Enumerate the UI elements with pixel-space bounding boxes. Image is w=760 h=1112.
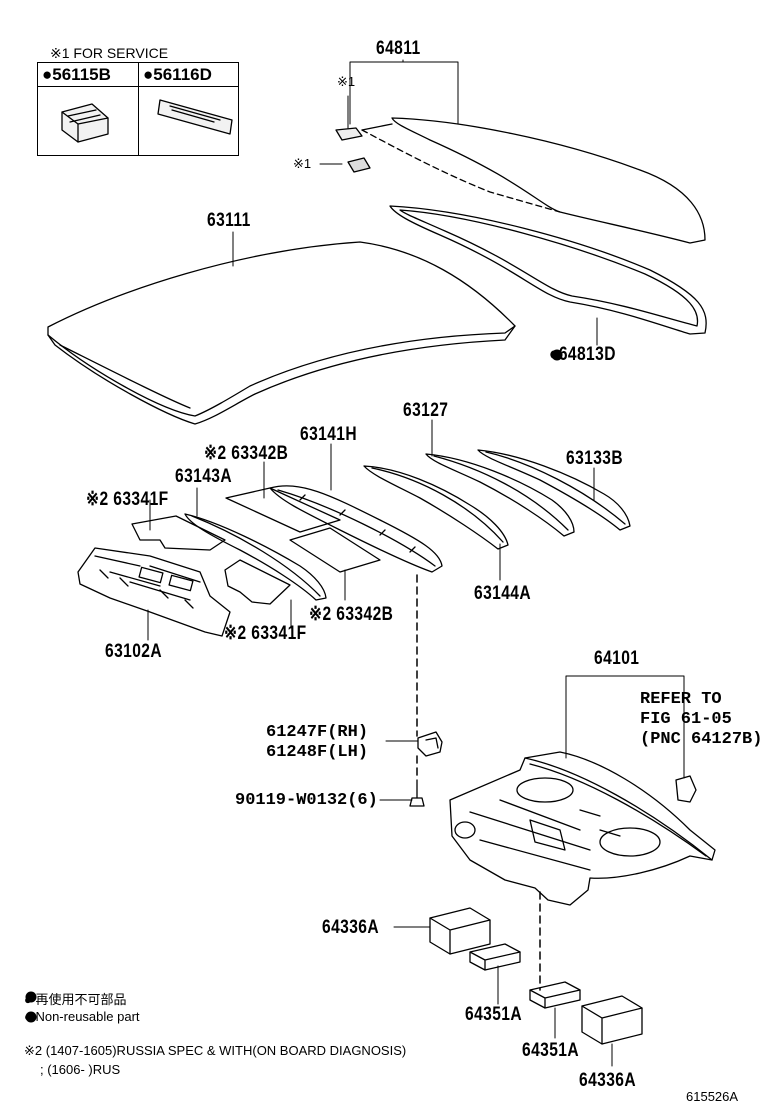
service-divider — [138, 63, 139, 155]
absorber-64336a-lower-icon — [581, 995, 643, 1045]
service-header: ※1 FOR SERVICE — [50, 45, 169, 61]
rear-body-panel-64101-icon — [449, 751, 716, 906]
legend-japanese: ● 再使用不可部品 — [24, 992, 127, 1007]
part-63342b-upper[interactable]: ※2 63342B — [204, 443, 289, 464]
part-64351a-right[interactable]: 64351A — [522, 1040, 580, 1061]
clip-56116d-icon — [157, 99, 233, 135]
part-64101[interactable]: 64101 — [594, 648, 640, 669]
part-63342b-lower[interactable]: ※2 63342B — [309, 604, 394, 625]
refer-line-2[interactable]: FIG 61-05 — [640, 710, 732, 729]
part-64336a-lower[interactable]: 64336A — [579, 1070, 637, 1091]
refer-line-1[interactable]: REFER TO — [640, 690, 722, 709]
roof-bow-63144a-icon — [363, 465, 509, 550]
legend-bullet-en — [25, 1011, 37, 1023]
part-63102a[interactable]: 63102A — [105, 641, 163, 662]
part-63127[interactable]: 63127 — [403, 400, 449, 421]
part-64336a-upper[interactable]: 64336A — [322, 917, 380, 938]
roof-panel-icon — [47, 241, 516, 425]
silencer-pad-63342b-lower-icon — [289, 527, 381, 573]
part-90119[interactable]: 90119-W0132(6) — [235, 791, 378, 810]
refer-line-3[interactable]: (PNC 64127B) — [640, 730, 760, 749]
package-tray-63102a-icon — [77, 547, 231, 637]
silencer-pad-63341f-lower-icon — [224, 559, 291, 605]
weatherstrip-icon — [389, 205, 707, 335]
roof-bow-63141h-icon — [269, 485, 443, 573]
legend-bullet-jp — [25, 991, 37, 1003]
absorber-64351a-right-icon — [529, 981, 581, 1009]
bolt-90119-icon — [409, 779, 425, 807]
legend-note-line-1: ※2 (1407-1605)RUSSIA SPEC & WITH(ON BOAR… — [24, 1043, 407, 1058]
part-64813d[interactable]: ●64813D — [549, 344, 616, 365]
roof-bow-63127-icon — [425, 453, 575, 537]
part-63341f-lower[interactable]: ※2 63341F — [224, 623, 307, 644]
part-64351a-left[interactable]: 64351A — [465, 1004, 523, 1025]
legend-english: ● Non-reusable part — [24, 1009, 140, 1024]
part-63111[interactable]: 63111 — [207, 210, 251, 231]
note-mark-1b: ※1 — [293, 156, 312, 171]
part-64811[interactable]: 64811 — [376, 38, 421, 59]
silencer-pad-63341f-upper-icon — [131, 515, 226, 551]
note-mark-1a: ※1 — [337, 74, 356, 89]
clip-56115b-icon — [61, 103, 109, 143]
figure-id: 615526A — [686, 1089, 739, 1104]
service-item-56115b[interactable]: ●56115B — [38, 63, 138, 87]
back-glass-icon — [335, 117, 706, 244]
service-table: ●56115B ●56116D — [37, 62, 239, 156]
part-61247f[interactable]: 61247F(RH) — [266, 723, 369, 742]
absorber-64351a-left-icon — [469, 943, 521, 971]
part-63341f-upper[interactable]: ※2 63341F — [86, 489, 169, 510]
part-61248f[interactable]: 61248F(LH) — [266, 743, 369, 762]
part-63133b[interactable]: 63133B — [566, 448, 624, 469]
clip-64127b-icon — [675, 775, 697, 803]
roof-rail-63143a-icon — [184, 513, 327, 601]
part-63143a[interactable]: 63143A — [175, 466, 233, 487]
absorber-64336a-upper-icon — [429, 907, 491, 955]
legend-note-line-2: ; (1606- )RUS — [40, 1062, 121, 1077]
silencer-pad-63342b-upper-icon — [225, 487, 341, 533]
part-63141h[interactable]: 63141H — [300, 424, 358, 445]
service-item-56116d[interactable]: ●56116D — [139, 63, 238, 87]
bracket-61247f-icon — [417, 731, 443, 757]
part-63144a[interactable]: 63144A — [474, 583, 532, 604]
bullet-64813d — [551, 349, 563, 361]
roof-bow-63133b-icon — [477, 449, 631, 531]
